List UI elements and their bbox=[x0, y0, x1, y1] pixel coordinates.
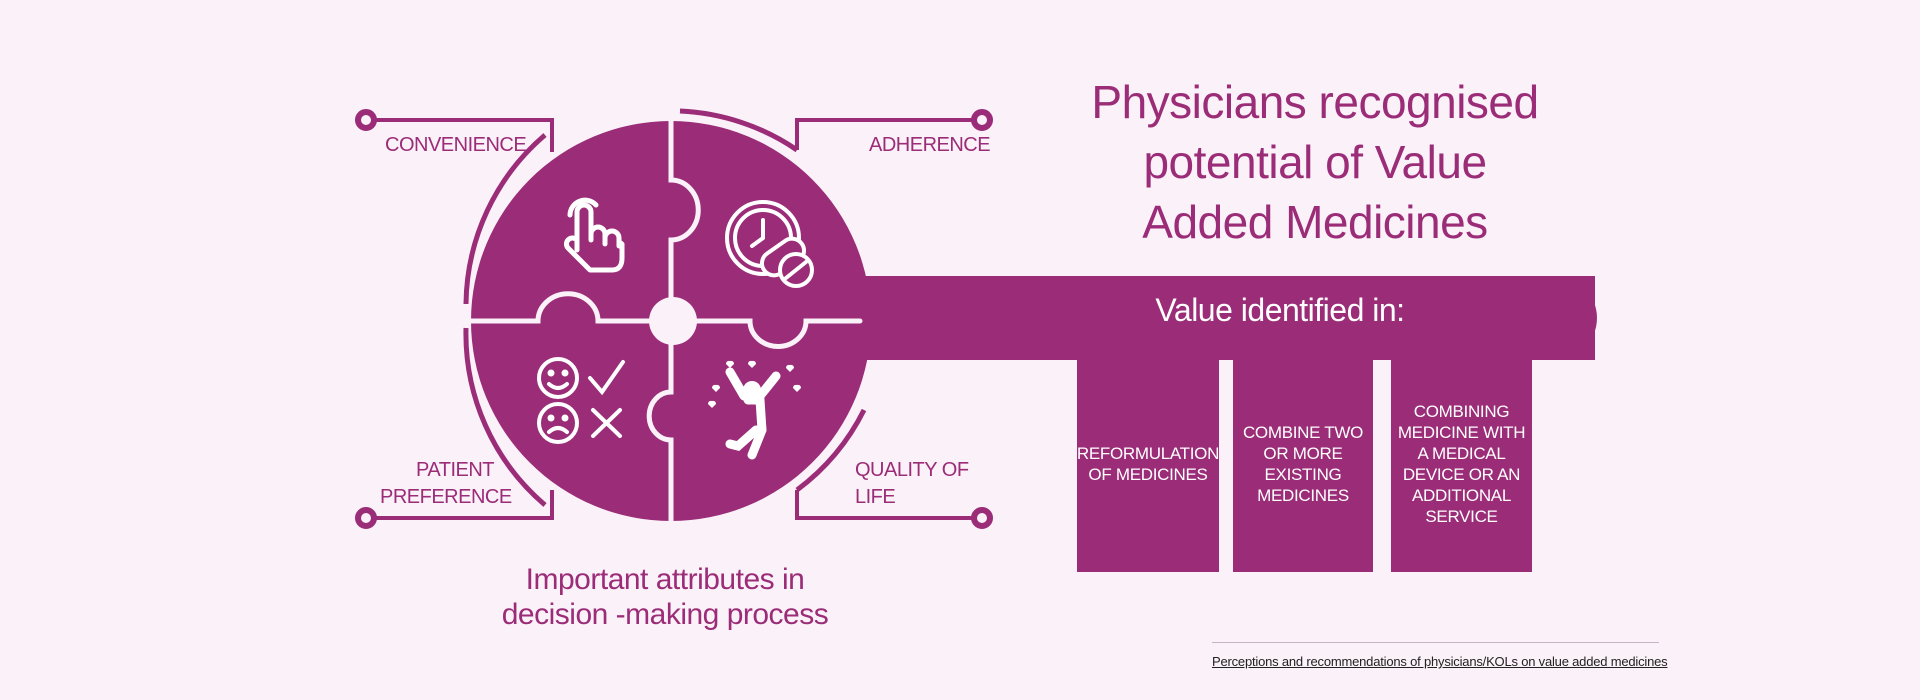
caption: Important attributes in decision -making… bbox=[501, 563, 829, 631]
connector-dot-top-left bbox=[355, 109, 377, 131]
puzzle-center bbox=[649, 297, 697, 345]
page-title: Physicians recognised potential of Value… bbox=[1091, 76, 1539, 248]
footer-divider bbox=[1212, 642, 1659, 643]
key-shaft bbox=[840, 276, 1595, 360]
joyful-person-hearts-icon bbox=[707, 360, 802, 460]
connectors bbox=[366, 118, 982, 520]
value-box-reformulation: REFORMULATION OF MEDICINES bbox=[1077, 355, 1219, 572]
connector-dot-top-right bbox=[971, 109, 993, 131]
attribute-patient-preference: PATIENT PREFERENCE bbox=[380, 459, 512, 508]
pointing-hand-icon bbox=[564, 197, 625, 273]
puzzle-dividers bbox=[463, 115, 863, 528]
source-footer: Perceptions and recommendations of physi… bbox=[1212, 654, 1668, 669]
connector-dot-bottom-right bbox=[971, 507, 993, 529]
value-box-medical-device: COMBINING MEDICINE WITH A MEDICAL DEVICE… bbox=[1391, 355, 1532, 572]
attribute-quality-of-life: QUALITY OF LIFE bbox=[855, 459, 969, 508]
attribute-adherence: ADHERENCE bbox=[869, 134, 991, 156]
smiley-check-cross-icon bbox=[537, 357, 625, 444]
value-box-combine-medicines: COMBINE TWO OR MORE EXISTING MEDICINES bbox=[1233, 355, 1373, 572]
value-identified-label: Value identified in: bbox=[1155, 292, 1405, 328]
attribute-convenience: CONVENIENCE bbox=[385, 134, 527, 156]
key-shaft-end bbox=[1550, 276, 1597, 360]
outer-arcs bbox=[463, 108, 867, 507]
clock-pills-icon bbox=[725, 200, 814, 288]
connector-dot-bottom-left bbox=[355, 507, 377, 529]
